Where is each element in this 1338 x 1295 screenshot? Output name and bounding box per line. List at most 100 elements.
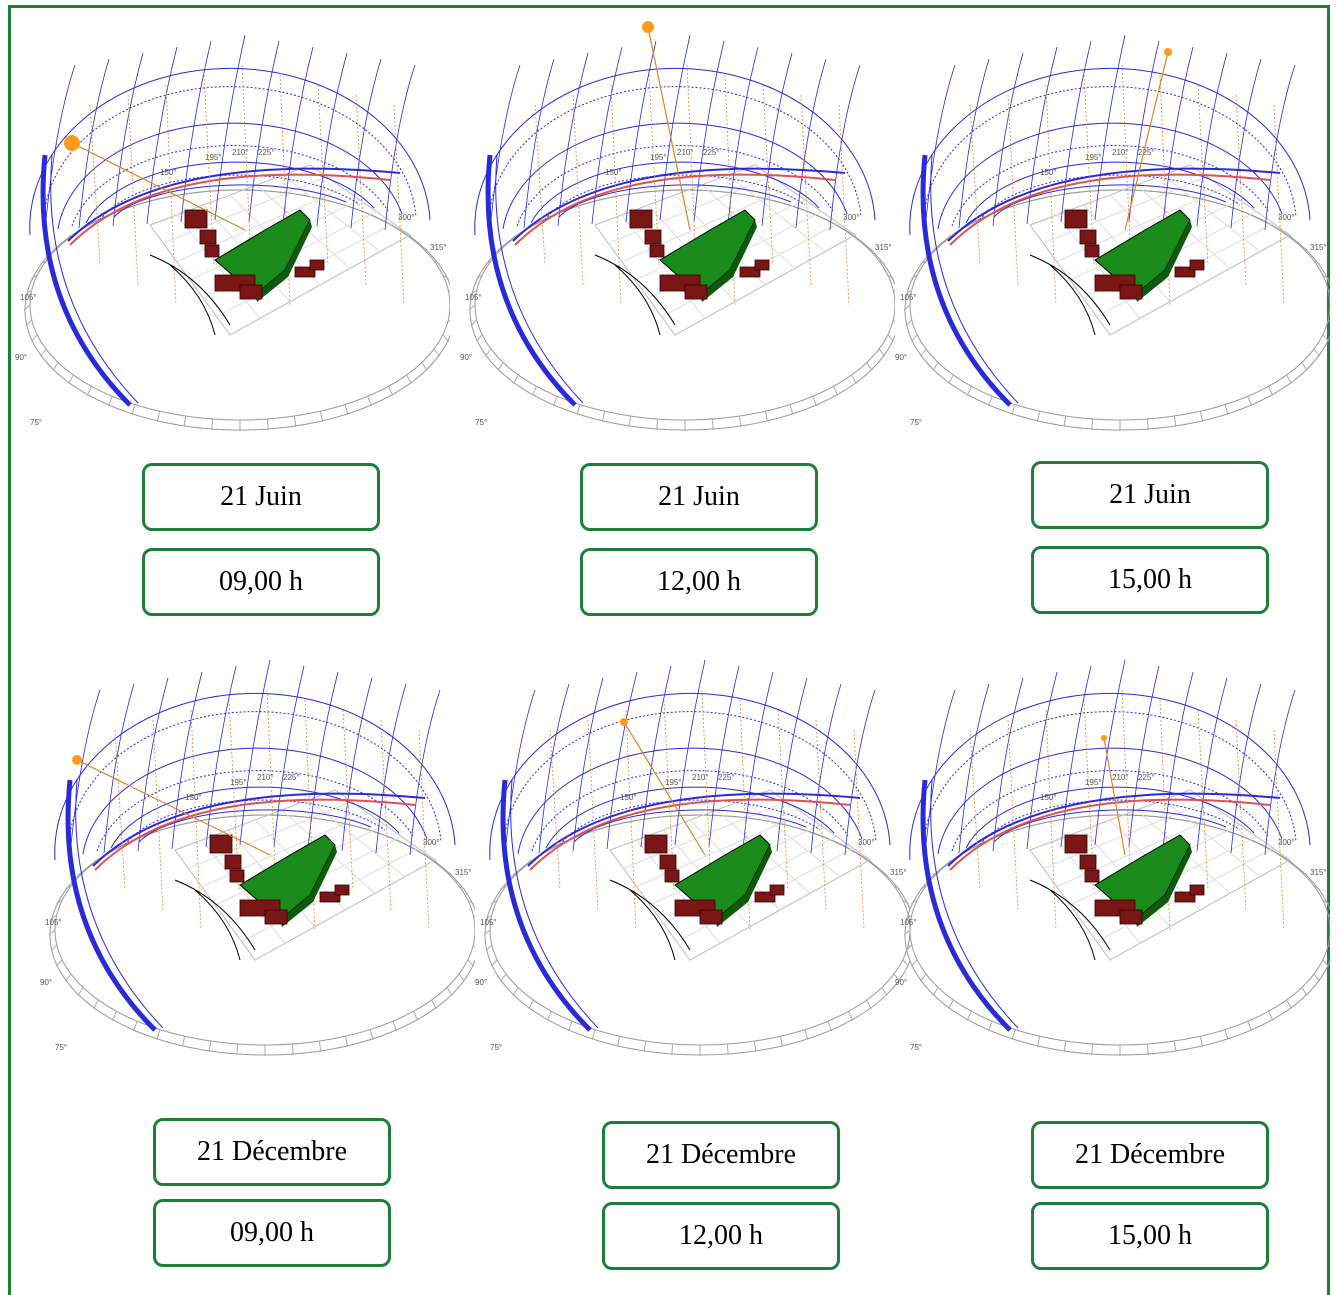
time-label: 15,00 h <box>1031 1202 1269 1270</box>
svg-text:210°: 210° <box>232 148 249 157</box>
time-label: 12,00 h <box>580 548 818 616</box>
svg-text:195°: 195° <box>1085 153 1102 162</box>
svg-text:300°: 300° <box>843 213 860 222</box>
sun-diagram-panel: 150°195°210°225°300°315°105°90°75°N <box>890 630 1330 1060</box>
sun-dome-wireframe <box>54 659 456 1032</box>
sun-diagram-panel: 150°195°210°225°300°315°105°90°75°N <box>10 5 450 435</box>
svg-text:90°: 90° <box>475 978 487 987</box>
sun-path-diagram: 150°195°210°225°300°315°105°90°75°N <box>40 659 475 1056</box>
site-model <box>149 209 325 336</box>
site-model <box>174 834 350 961</box>
svg-text:300°: 300° <box>423 838 440 847</box>
svg-text:75°: 75° <box>490 1043 502 1052</box>
svg-text:105°: 105° <box>900 293 917 302</box>
svg-text:210°: 210° <box>257 773 274 782</box>
svg-text:90°: 90° <box>895 353 907 362</box>
svg-text:225°: 225° <box>1138 773 1155 782</box>
svg-text:105°: 105° <box>900 918 917 927</box>
svg-text:105°: 105° <box>20 293 37 302</box>
sun-path-arc <box>512 167 846 246</box>
date-label: 21 Décembre <box>153 1118 391 1186</box>
site-model <box>594 209 770 336</box>
svg-text:210°: 210° <box>692 773 709 782</box>
sun-dome-wireframe <box>29 34 431 407</box>
sun-path-arc <box>947 167 1281 246</box>
sun-dome-wireframe <box>474 34 876 407</box>
sun-path-arc <box>67 167 401 246</box>
svg-text:300°: 300° <box>1278 838 1295 847</box>
time-label: 09,00 h <box>142 548 380 616</box>
svg-text:105°: 105° <box>465 293 482 302</box>
svg-text:225°: 225° <box>1138 148 1155 157</box>
svg-text:195°: 195° <box>230 778 247 787</box>
horizon-ring <box>903 189 1330 431</box>
horizon-ring <box>483 814 910 1056</box>
sun-dome-wireframe <box>489 659 891 1032</box>
sun-projection-lines <box>549 689 865 931</box>
sun-path-diagram: 150°195°210°225°300°315°105°90°75°N <box>895 659 1330 1056</box>
date-label: 21 Juin <box>142 463 380 531</box>
date-label: 21 Juin <box>580 463 818 531</box>
sun-marker <box>1164 48 1172 56</box>
svg-text:195°: 195° <box>650 153 667 162</box>
sun-projection-lines <box>969 689 1285 931</box>
sun-projection-lines <box>534 64 850 306</box>
svg-text:315°: 315° <box>430 243 447 252</box>
sun-diagram-panel: 150°195°210°225°300°315°105°90°75°N <box>455 5 895 435</box>
azimuth-tick-labels: 150°195°210°225°300°315°105°90°75°N <box>895 773 1327 1052</box>
time-label: 15,00 h <box>1031 546 1269 614</box>
svg-text:105°: 105° <box>480 918 497 927</box>
site-model <box>609 834 785 961</box>
sun-marker <box>72 755 82 765</box>
figure-frame <box>8 5 1330 1295</box>
sun-marker <box>64 135 80 151</box>
sun-marker <box>642 21 654 33</box>
svg-text:300°: 300° <box>1278 213 1295 222</box>
sun-marker <box>620 718 628 726</box>
svg-text:210°: 210° <box>1112 773 1129 782</box>
sun-marker <box>1101 735 1107 741</box>
horizon-ring <box>903 814 1330 1056</box>
svg-text:150°: 150° <box>1040 168 1057 177</box>
date-label: 21 Décembre <box>602 1121 840 1189</box>
azimuth-tick-labels: 150°195°210°225°300°315°105°90°75°N <box>40 773 472 1052</box>
time-label: 09,00 h <box>153 1199 391 1267</box>
svg-text:195°: 195° <box>665 778 682 787</box>
sun-diagram-panel: 150°195°210°225°300°315°105°90°75°N <box>890 5 1330 435</box>
sun-path-diagram: 150°195°210°225°300°315°105°90°75°N <box>460 21 895 431</box>
azimuth-tick-labels: 150°195°210°225°300°315°105°90°75°N <box>15 148 447 427</box>
svg-text:195°: 195° <box>1085 778 1102 787</box>
svg-text:90°: 90° <box>460 353 472 362</box>
svg-text:90°: 90° <box>15 353 27 362</box>
svg-text:75°: 75° <box>910 1043 922 1052</box>
azimuth-tick-labels: 150°195°210°225°300°315°105°90°75°N <box>895 148 1327 427</box>
svg-text:150°: 150° <box>605 168 622 177</box>
sun-path-arc <box>92 792 426 871</box>
svg-text:315°: 315° <box>875 243 892 252</box>
sun-dome-wireframe <box>909 34 1311 407</box>
svg-text:315°: 315° <box>1310 243 1327 252</box>
sun-diagram-panel: 150°195°210°225°300°315°105°90°75°N <box>35 630 475 1060</box>
date-label: 21 Décembre <box>1031 1121 1269 1189</box>
azimuth-tick-labels: 150°195°210°225°300°315°105°90°75°N <box>475 773 907 1052</box>
sun-projection-lines <box>969 64 1285 306</box>
sun-path-arc <box>527 792 861 871</box>
svg-text:315°: 315° <box>455 868 472 877</box>
azimuth-tick-labels: 150°195°210°225°300°315°105°90°75°N <box>460 148 892 427</box>
svg-text:75°: 75° <box>55 1043 67 1052</box>
svg-text:300°: 300° <box>858 838 875 847</box>
sun-projection-lines <box>89 64 405 306</box>
svg-text:150°: 150° <box>160 168 177 177</box>
horizon-ring <box>468 189 895 431</box>
horizon-ring <box>23 189 450 431</box>
sun-path-diagram: 150°195°210°225°300°315°105°90°75°N <box>475 659 910 1056</box>
svg-text:210°: 210° <box>677 148 694 157</box>
svg-text:225°: 225° <box>283 773 300 782</box>
sun-path-arc <box>947 792 1281 871</box>
svg-text:210°: 210° <box>1112 148 1129 157</box>
svg-text:315°: 315° <box>1310 868 1327 877</box>
svg-text:225°: 225° <box>258 148 275 157</box>
svg-text:150°: 150° <box>185 793 202 802</box>
svg-text:75°: 75° <box>910 418 922 427</box>
svg-text:75°: 75° <box>475 418 487 427</box>
